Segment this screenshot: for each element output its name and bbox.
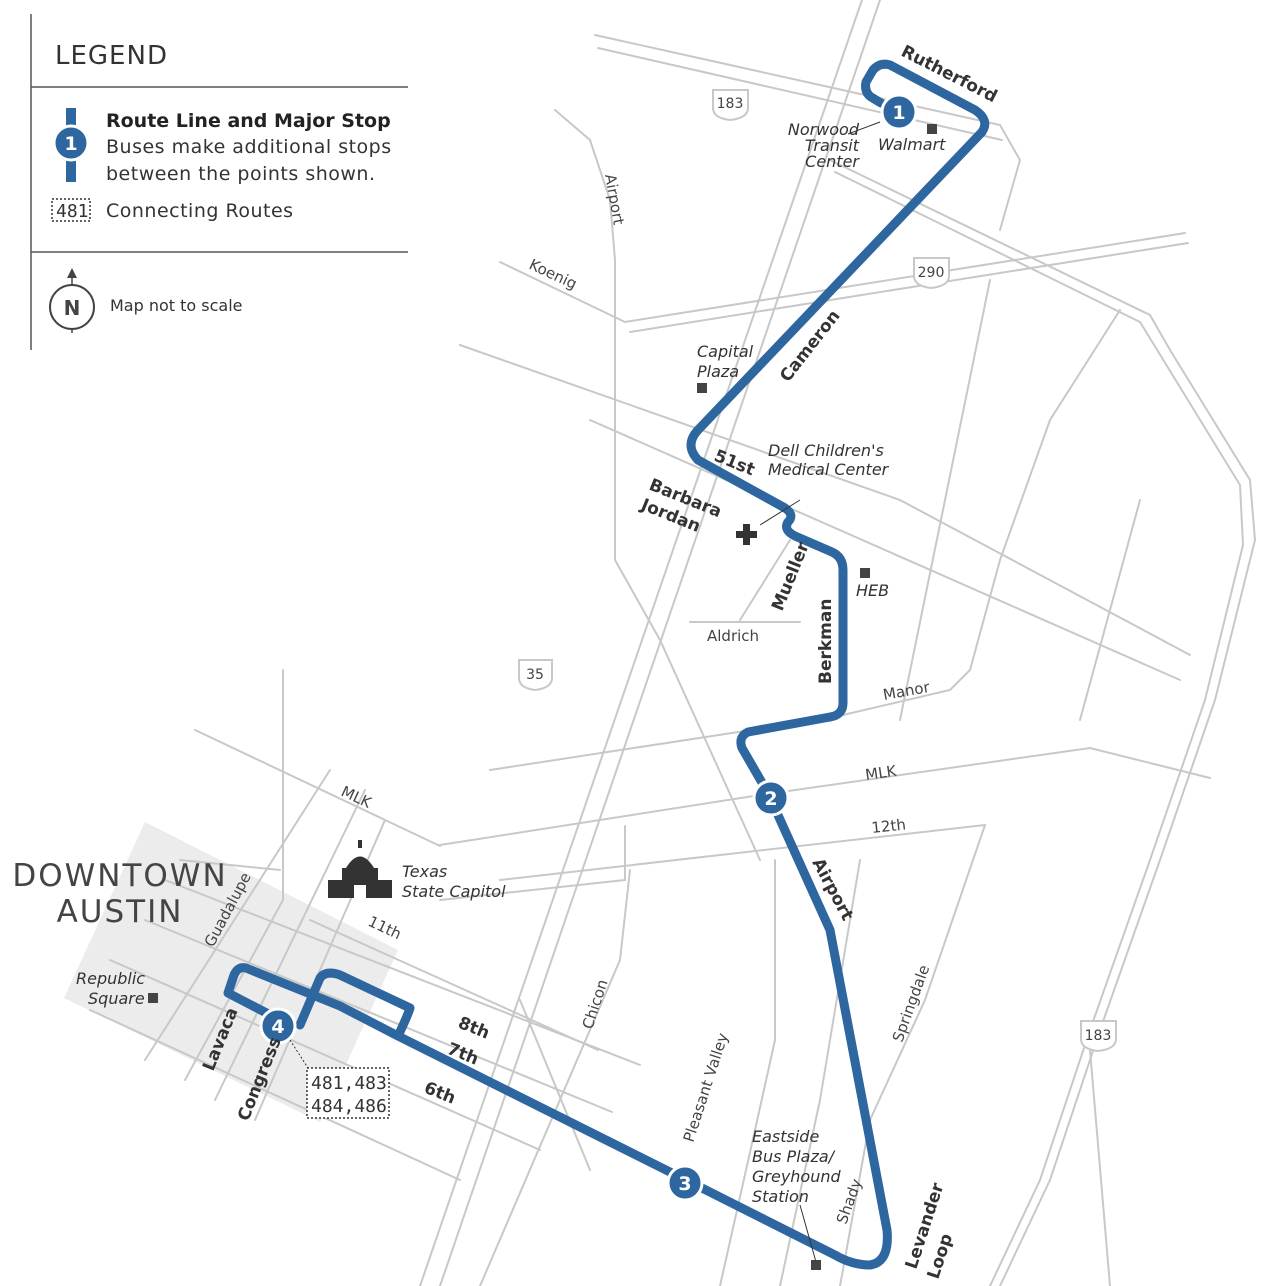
- street-label-chicon: Chicon: [579, 977, 612, 1031]
- svg-text:Republic: Republic: [76, 969, 145, 988]
- street-label-mlk-east: MLK: [864, 762, 898, 784]
- highway-290-shield: 290: [913, 257, 950, 290]
- svg-text:1: 1: [64, 133, 77, 155]
- republic-square-marker: [148, 993, 158, 1003]
- svg-text:Station: Station: [752, 1187, 809, 1206]
- street-network: [89, 0, 1257, 1286]
- svg-text:Capital: Capital: [697, 342, 754, 361]
- street-label-12th: 12th: [871, 815, 907, 837]
- downtown-title-line1: DOWNTOWN: [12, 858, 227, 894]
- stop-number: 1: [892, 102, 905, 124]
- highway-label: 183: [717, 96, 744, 112]
- connecting-routes-line1: 481,483: [311, 1073, 387, 1094]
- highway-label: 35: [526, 667, 544, 683]
- street-label-mueller: Mueller: [768, 539, 814, 614]
- svg-text:Medical Center: Medical Center: [768, 460, 890, 479]
- street-label-8th: 8th: [455, 1013, 492, 1044]
- poi-walmart: Walmart: [878, 124, 946, 154]
- poi-eastside-bus-plaza: Eastside Bus Plaza/ Greyhound Station: [752, 1127, 842, 1270]
- capitol-icon: [328, 840, 392, 898]
- highway-183-south-shield: 183: [1080, 1020, 1117, 1053]
- legend-route-title: Route Line and Major Stop: [106, 110, 391, 132]
- svg-text:HEB: HEB: [856, 581, 889, 600]
- svg-text:481: 481: [56, 201, 89, 222]
- svg-text:Plaza: Plaza: [697, 362, 739, 381]
- svg-text:Norwood: Norwood: [788, 120, 860, 139]
- route-line: [223, 59, 990, 1270]
- svg-text:N: N: [64, 296, 81, 320]
- stop-marker-3[interactable]: 3: [666, 1164, 704, 1202]
- poi-texas-state-capitol: Texas State Capitol: [328, 840, 506, 901]
- stop-marker-4[interactable]: 4: [259, 1007, 297, 1045]
- svg-text:Greyhound: Greyhound: [752, 1167, 842, 1186]
- svg-text:Dell Children's: Dell Children's: [768, 441, 884, 460]
- street-label-berkman: Berkman: [816, 599, 836, 684]
- poi-norwood-transit-center: Norwood Transit Center: [788, 120, 881, 171]
- capital-plaza-marker: [697, 383, 707, 393]
- highway-label: 183: [1085, 1028, 1112, 1044]
- svg-text:Eastside: Eastside: [752, 1127, 819, 1146]
- legend-route-desc-1: Buses make additional stops: [106, 136, 392, 158]
- street-label-manor: Manor: [882, 678, 932, 704]
- legend-title: LEGEND: [55, 41, 168, 71]
- street-label-pleasant-valley: Pleasant Valley: [680, 1031, 732, 1145]
- legend-connecting-label: Connecting Routes: [106, 200, 294, 222]
- hospital-icon: [736, 524, 757, 545]
- highway-183-north-shield: 183: [712, 89, 749, 122]
- stop-number: 3: [678, 1173, 691, 1195]
- svg-text:Texas: Texas: [402, 862, 447, 881]
- eastside-marker: [811, 1260, 821, 1270]
- walmart-marker: [927, 124, 937, 134]
- north-arrow-icon: N: [49, 268, 95, 333]
- svg-text:Bus Plaza/: Bus Plaza/: [752, 1147, 836, 1166]
- svg-text:Transit: Transit: [805, 136, 860, 155]
- highway-label: 290: [918, 265, 945, 281]
- stop-number: 2: [764, 788, 777, 810]
- connecting-routes-line2: 484,486: [311, 1096, 387, 1117]
- stop-marker-2[interactable]: 2: [752, 779, 790, 817]
- heb-marker: [860, 568, 870, 578]
- legend-route-icon: 1: [52, 108, 90, 182]
- svg-text:State Capitol: State Capitol: [402, 882, 506, 901]
- poi-capital-plaza: Capital Plaza: [697, 342, 754, 393]
- poi-dell-childrens: Dell Children's Medical Center: [736, 441, 890, 545]
- street-label-airport-north: Airport: [601, 173, 628, 227]
- svg-text:Square: Square: [88, 989, 145, 1008]
- svg-text:Center: Center: [805, 152, 860, 171]
- legend-panel: LEGEND 1 Route Line and Major Stop Buses…: [0, 0, 410, 350]
- connecting-routes-box: 481,483 484,486: [289, 1039, 390, 1119]
- poi-heb: HEB: [856, 568, 889, 600]
- downtown-title-line2: AUSTIN: [57, 894, 184, 930]
- stop-marker-1[interactable]: 1: [880, 93, 918, 131]
- legend-connecting-icon: 481: [51, 198, 91, 222]
- legend-route-desc-2: between the points shown.: [106, 163, 376, 185]
- street-label-aldrich: Aldrich: [707, 627, 759, 645]
- highway-35-shield: 35: [518, 659, 553, 692]
- stop-number: 4: [271, 1016, 284, 1038]
- legend-scale-note: Map not to scale: [110, 296, 243, 315]
- poi-republic-square: Republic Square: [76, 969, 158, 1008]
- street-label-6th: 6th: [421, 1078, 458, 1109]
- svg-text:Walmart: Walmart: [878, 135, 946, 154]
